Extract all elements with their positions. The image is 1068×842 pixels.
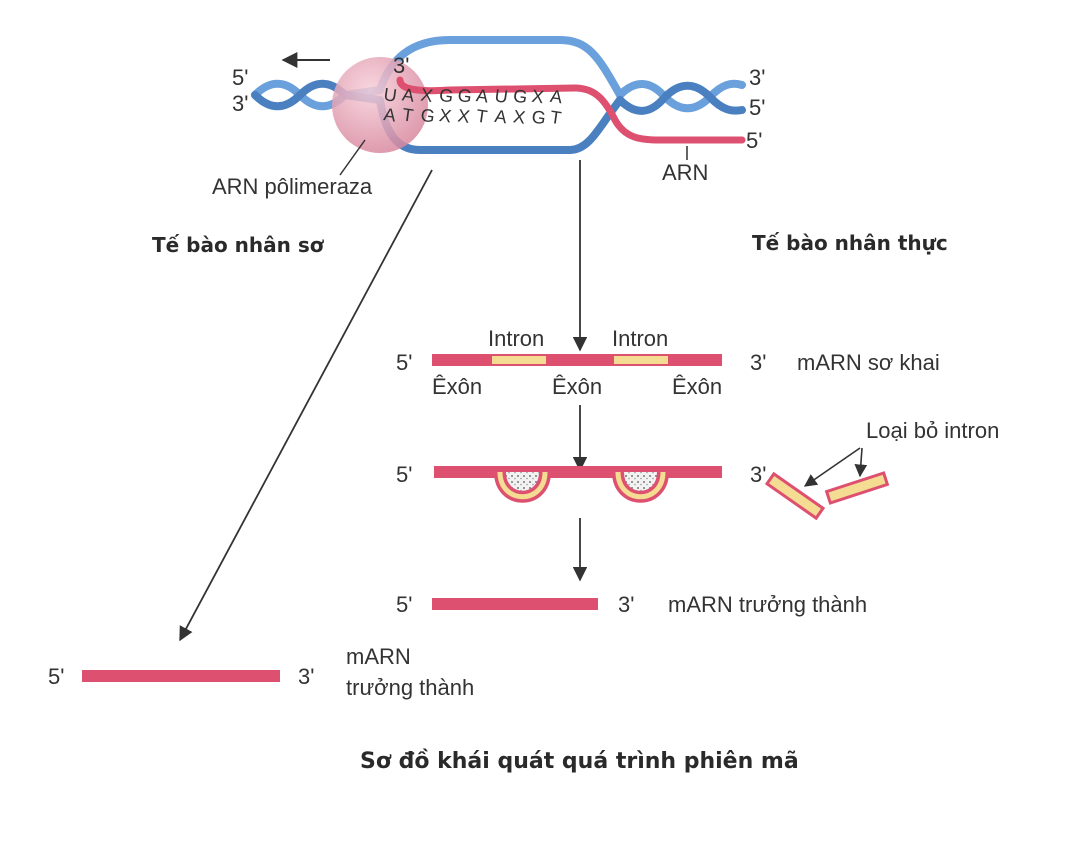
dna-helix-right-strand-b [616,81,746,115]
intron-label-2: Intron [612,326,668,351]
dna-nucleotide-3: G [419,105,436,127]
pre-mrna-name: mARN sơ khai [797,350,940,375]
intron-segment-2 [614,356,668,364]
intron-label-1: Intron [488,326,544,351]
rna-nucleotide-9: X [530,86,545,107]
pre-mrna-5-prime-label: 5' [396,350,412,375]
rna-nucleotide-4: G [438,85,455,107]
removed-intron-pointer-2 [854,447,868,478]
splicing-3-prime-label: 3' [750,462,766,487]
dna-helix-right-strand-a [616,79,746,113]
mature-eukaryote-5-prime-label: 5' [396,592,412,617]
rna-5-prime-label: 5' [746,128,762,153]
dna-nucleotide-2: T [401,104,415,125]
removed-intron-1 [764,471,826,521]
left-3-prime-label: 3' [232,91,248,116]
removed-intron-label: Loại bỏ intron [866,418,999,443]
rna-nucleotide-2: A [401,84,416,105]
rna-nucleotide-5: G [456,85,473,107]
right-5-prime-label: 5' [749,95,765,120]
dna-nucleotide-10: T [549,107,563,128]
mature-eukaryote-mrna-strand [432,598,598,610]
dna-nucleotide-7: A [493,106,508,127]
diagram-caption: Sơ đồ khái quát quá trình phiên mã [360,749,799,774]
mature-eukaryote-3-prime-label: 3' [618,592,634,617]
mature-prokaryote-3-prime-label: 3' [298,664,314,689]
dna-nucleotide-8: X [512,106,527,127]
pre-mrna [432,354,722,366]
splicing-5-prime-label: 5' [396,462,412,487]
dna-nucleotide-4: X [438,105,453,126]
mature-prokaryote-name-line2: trưởng thành [346,675,474,700]
removed-intron-2 [824,471,890,505]
dna-nucleotide-6: T [475,106,489,127]
rna-nucleotide-3: X [419,85,434,106]
eukaryote-label: Tế bào nhân thực [752,231,948,255]
mature-prokaryote-name-line1: mARN [346,644,411,669]
left-5-prime-label: 5' [232,65,248,90]
rna-label: ARN [662,160,708,185]
rna-nucleotide-8: G [512,86,529,108]
exon-label-3: Êxôn [672,374,722,399]
pre-mrna-3-prime-label: 3' [750,350,766,375]
polymerase-label: ARN pôlimeraza [212,174,373,199]
exon-label-1: Êxôn [432,374,482,399]
pre-mrna-strand [432,354,722,366]
bubble-3-prime-label: 3' [393,53,409,78]
transcription-bubble [251,36,746,154]
dna-nucleotide-9: G [530,107,547,129]
mature-eukaryote-mrna-name: mARN trưởng thành [668,592,867,617]
exon-label-2: Êxôn [552,374,602,399]
rna-strand [396,76,746,144]
removed-intron-pointer-1 [803,447,861,487]
mature-prokaryote-5-prime-label: 5' [48,664,64,689]
splicing-strand [434,466,722,503]
rna-nucleotide-6: A [475,85,490,106]
mature-prokaryote-mrna-strand [82,670,280,682]
right-3-prime-label: 3' [749,65,765,90]
dna-nucleotide-5: X [456,105,471,126]
prokaryote-label: Tế bào nhân sơ [152,233,325,257]
rna-nucleotide-7: U [493,85,509,107]
arrow-to-prokaryote-mrna [179,169,433,642]
polymerase-leader-line [339,139,366,176]
dna-nucleotide-1: A [382,104,397,125]
rna-polymerase-sphere [332,57,428,153]
rna-nucleotide-1: U [382,84,398,106]
rna-nucleotide-10: A [549,86,564,107]
intron-segment-1 [492,356,546,364]
